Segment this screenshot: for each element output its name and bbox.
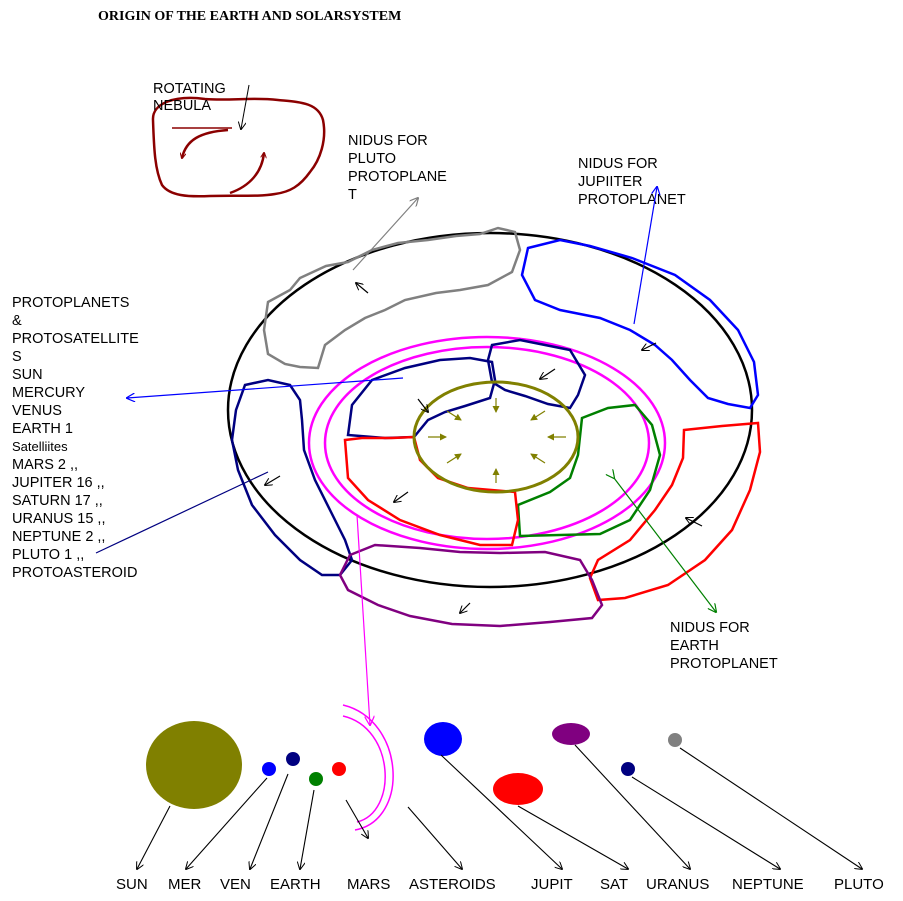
label-saturn: SAT [600,876,628,893]
pluto-nidus-region [262,226,522,370]
page-title: ORIGIN OF THE EARTH AND SOLARSYSTEM [98,9,401,24]
earth-body [309,772,323,786]
asteroid-belt-arcs [342,704,394,831]
pluto-nidus-label: NIDUS FOR PLUTO PROTOPLANE T [348,133,451,203]
solar-disk-outline [226,231,754,589]
mercury-body [262,762,276,776]
protoplanets-list: PROTOPLANETS & PROTOSATELLITE S SUN MERC… [12,295,143,581]
neptune-pointer-line [95,471,269,554]
label-venus: VEN [220,876,251,893]
jupiter-body [424,722,462,756]
label-uranus: URANUS [646,876,709,893]
neptune-nidus-region [230,378,354,577]
label-asteroids: ASTEROIDS [409,876,496,893]
pluto-callout-arrow [352,198,418,271]
mercury-nidus-region [486,338,587,410]
sun-nidus-region [412,380,580,494]
nebula-label: ROTATING NEBULA [153,81,230,114]
label-pointers [137,744,862,869]
earth-callout-arrow [614,478,716,612]
sun-contraction-arrows [428,398,566,483]
uranus-nidus-region [338,543,604,628]
protoplanets-callout-arrow [127,377,404,398]
sun-body [146,721,242,809]
pluto-body [668,733,682,747]
label-mercury: MER [168,876,202,893]
label-jupiter: JUPIT [531,876,573,893]
label-neptune: NEPTUNE [732,876,804,893]
saturn-nidus-region [588,421,762,602]
rotating-nebula [151,84,326,198]
label-mars: MARS [347,876,390,893]
planet-labels: SUN MER VEN EARTH MARS ASTEROIDS JUPIT S… [116,876,884,893]
jupiter-nidus-label: NIDUS FOR JUPIITER PROTOPLANET [578,156,686,208]
neptune-body [621,762,635,776]
venus-body [286,752,300,766]
earth-nidus-label: NIDUS FOR EARTH PROTOPLANET [670,620,778,672]
asteroid-callout-arrow [356,514,370,725]
label-earth: EARTH [270,876,321,893]
planet-bodies [146,721,682,809]
venus-nidus-region [346,356,497,440]
label-pluto: PLUTO [834,876,884,893]
asteroid-ring-outer [307,335,667,551]
jupiter-nidus-region [520,238,760,410]
jupiter-callout-arrow [633,187,657,325]
saturn-body [493,773,543,805]
mars-nidus-region [343,435,520,547]
uranus-body [552,723,590,745]
label-sun: SUN [116,876,148,893]
mars-body [332,762,346,776]
asteroid-ring-inner [323,345,651,541]
